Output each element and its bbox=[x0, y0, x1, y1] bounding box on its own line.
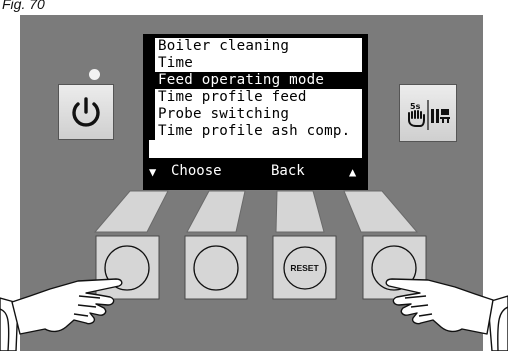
left-pointing-hand-icon bbox=[0, 279, 122, 351]
menu-item-selected[interactable]: Feed operating mode bbox=[149, 72, 362, 89]
scroll-down-icon: ▼ bbox=[149, 165, 156, 179]
softkey-3-lens bbox=[276, 191, 324, 232]
softkey-labels: ▼ Choose Back ▲ bbox=[143, 161, 368, 190]
manual-feed-icon: 5s bbox=[400, 85, 456, 141]
choose-label: Choose bbox=[171, 163, 222, 179]
menu-item[interactable]: Boiler cleaning bbox=[149, 38, 362, 55]
mode-badge: 5s bbox=[410, 102, 421, 111]
menu-item[interactable]: Time profile feed bbox=[149, 89, 362, 106]
power-led bbox=[89, 69, 100, 80]
menu-item[interactable]: Time bbox=[149, 55, 362, 72]
scroll-up-icon: ▲ bbox=[349, 165, 356, 179]
manual-mode-button[interactable]: 5s bbox=[399, 84, 457, 142]
menu-list: Boiler cleaning Time Feed operating mode… bbox=[149, 38, 362, 158]
softkey-4-lens bbox=[344, 191, 417, 232]
power-button[interactable] bbox=[58, 84, 114, 140]
softkey-1-lens bbox=[95, 191, 168, 232]
power-icon bbox=[59, 85, 113, 139]
menu-item[interactable]: Time profile ash comp. bbox=[149, 123, 362, 140]
right-pointing-hand-icon bbox=[386, 279, 508, 351]
menu-item[interactable]: Probe switching bbox=[149, 106, 362, 123]
back-label: Back bbox=[271, 163, 305, 179]
softkey-2-lens bbox=[187, 191, 245, 232]
